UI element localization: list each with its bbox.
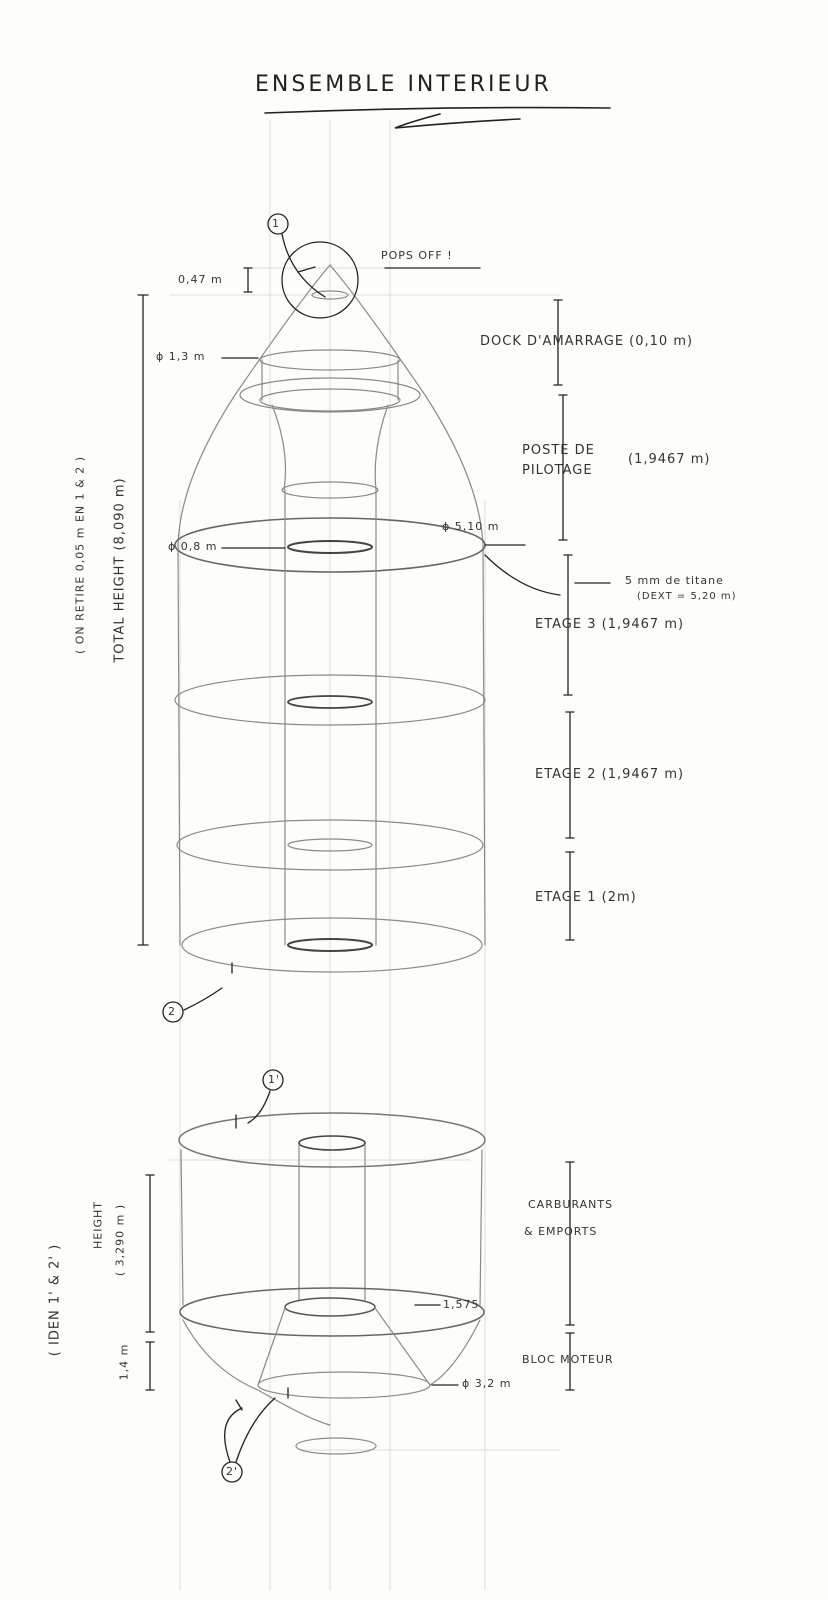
cap-height-label: 0,47 m bbox=[178, 273, 223, 286]
pops-off-label: POPS OFF ! bbox=[381, 249, 453, 262]
height-label: HEIGHT bbox=[91, 1201, 105, 1249]
marker-1-circle bbox=[267, 213, 289, 235]
iden-note: ( IDEN 1' & 2' ) bbox=[47, 1243, 63, 1357]
etage-1-label: ETAGE 1 (2m) bbox=[535, 890, 637, 905]
retire-note: ( ON RETIRE 0,05 m EN 1 & 2 ) bbox=[73, 455, 87, 655]
marker-1p-circle bbox=[262, 1069, 284, 1091]
marker-2: 2 bbox=[168, 1005, 176, 1018]
etage-3-label: ETAGE 3 (1,9467 m) bbox=[535, 617, 685, 632]
engine-diameter-label: ϕ 3,2 m bbox=[462, 1377, 512, 1390]
upper-annotations bbox=[137, 213, 611, 1023]
dext-label: (DEXT = 5,20 m) bbox=[637, 591, 737, 602]
etage-2-label: ETAGE 2 (1,9467 m) bbox=[535, 767, 685, 782]
carburants-label-2: & EMPORTS bbox=[524, 1225, 598, 1238]
dock-diameter-label: ϕ 1,3 m bbox=[156, 350, 206, 363]
page-title: ENSEMBLE INTERIEUR bbox=[255, 72, 552, 97]
poste-label-1: POSTE DE bbox=[522, 443, 595, 458]
marker-2-prime: 2' bbox=[226, 1465, 239, 1478]
dock-label: DOCK D'AMARRAGE (0,10 m) bbox=[480, 334, 694, 349]
body-diameter-label: ϕ 5,10 m bbox=[442, 520, 500, 533]
lower-annotations bbox=[145, 1069, 575, 1483]
marker-2-circle bbox=[162, 1001, 184, 1023]
title-underline bbox=[264, 106, 611, 129]
marker-1-prime: 1' bbox=[268, 1073, 281, 1086]
poste-label-2: PILOTAGE bbox=[522, 463, 593, 478]
total-height-label: TOTAL HEIGHT (8,090 m) bbox=[112, 477, 128, 663]
lower-module bbox=[178, 1112, 486, 1455]
poste-height: (1,9467 m) bbox=[628, 452, 711, 467]
marker-2p-circle bbox=[221, 1461, 243, 1483]
tube-diameter-label: ϕ 0,8 m bbox=[168, 540, 218, 553]
upper-module bbox=[174, 264, 486, 973]
titane-label: 5 mm de titane bbox=[625, 574, 724, 587]
pops-off-circle bbox=[281, 241, 359, 319]
bloc-moteur-label: BLOC MOTEUR bbox=[522, 1353, 614, 1366]
engine-height-label: 1,4 m bbox=[117, 1343, 131, 1381]
carburants-label-1: CARBURANTS bbox=[528, 1198, 614, 1211]
height-value: ( 3,290 m ) bbox=[113, 1203, 127, 1277]
marker-1: 1 bbox=[272, 217, 280, 230]
inner-diameter-label: 1,575 bbox=[443, 1298, 480, 1311]
